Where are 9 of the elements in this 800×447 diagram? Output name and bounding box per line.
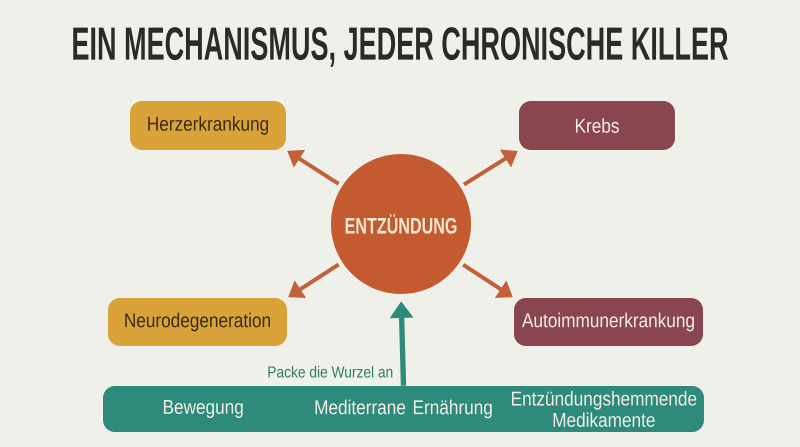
- rounded-box: Autoimmunerkrankung: [514, 298, 703, 346]
- title: EIN MECHANISMUS, JEDER CHRONISCHE KILLER: [73, 27, 728, 67]
- band-label: Mediterrane Ernährung: [316, 400, 492, 418]
- edge-label: Packe die Wurzel an: [268, 366, 392, 378]
- rounded-box: Krebs: [519, 101, 675, 150]
- band-label: Entzündungshemmende Medikamente: [512, 391, 696, 427]
- band-label: Bewegung: [164, 400, 243, 418]
- rounded-box: Herzerkrankung: [130, 101, 286, 150]
- rounded-box: Neurodegeneration: [108, 298, 287, 346]
